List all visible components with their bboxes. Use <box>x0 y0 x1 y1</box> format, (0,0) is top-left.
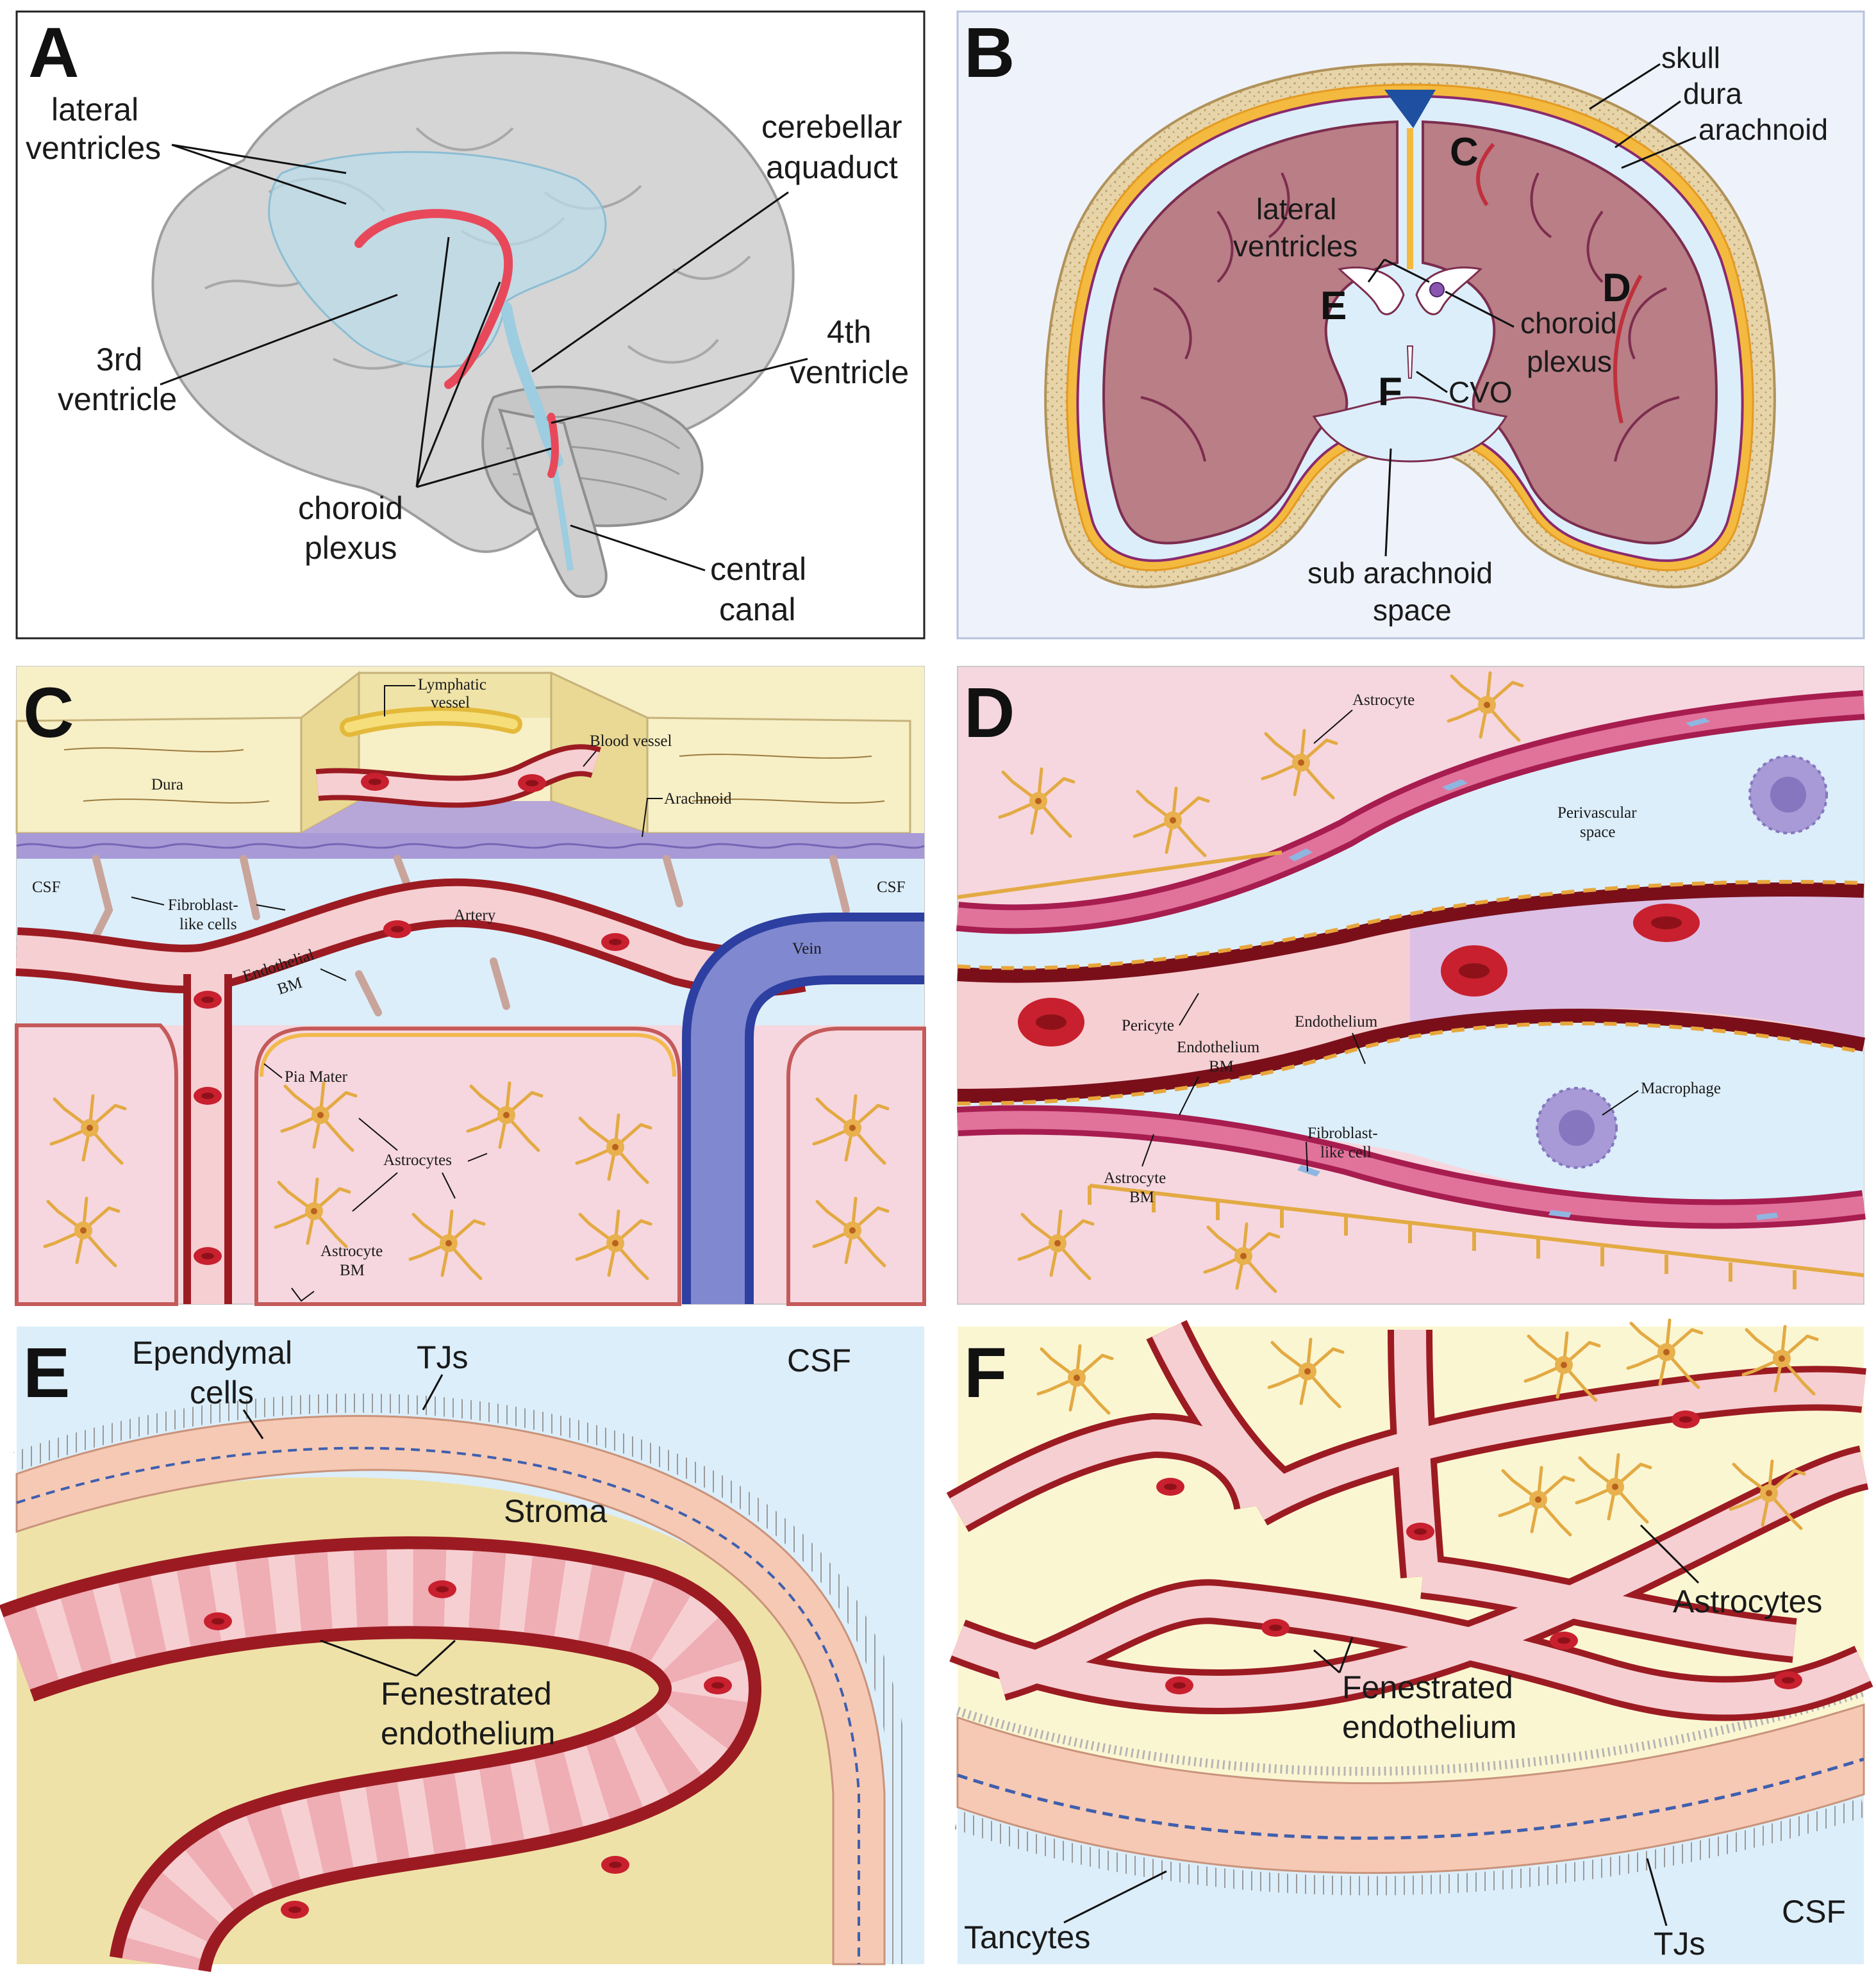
label-c-arachnoid: Arachnoid <box>664 790 732 807</box>
label-f-astrocytes: Astrocytes <box>1673 1584 1822 1619</box>
label-e-tjs: TJs <box>417 1339 469 1375</box>
label-a-choroid-1: choroid <box>298 490 403 526</box>
panel-e: E Ependymal cells TJs CSF Stroma Fenestr… <box>0 1327 924 1974</box>
label-b-lateral-1: lateral <box>1256 192 1336 226</box>
label-b-skull: skull <box>1661 41 1720 74</box>
panel-e-letter: E <box>23 1334 70 1412</box>
label-e-fenestrated-2: endothelium <box>381 1716 555 1751</box>
label-e-ependymal-2: cells <box>190 1375 254 1410</box>
label-c-lymphatic-1: Lymphatic <box>418 676 486 693</box>
label-c-pia-mater: Pia Mater <box>285 1068 348 1086</box>
label-d-macrophage: Macrophage <box>1641 1080 1721 1097</box>
panel-d-letter: D <box>964 674 1015 752</box>
label-f-tjs: TJs <box>1654 1926 1706 1962</box>
label-c-vein: Vein <box>792 940 822 957</box>
label-d-astrocyte-bm-2: BM <box>1129 1189 1154 1206</box>
label-b-choroid-1: choroid <box>1520 306 1617 340</box>
label-b-subarachnoid-2: space <box>1373 593 1452 627</box>
ref-f: F <box>1378 370 1402 414</box>
label-a-lateral-1: lateral <box>51 92 138 128</box>
brain-illustration <box>151 51 795 598</box>
ref-e: E <box>1320 284 1347 328</box>
label-c-artery: Artery <box>454 907 496 924</box>
label-a-cerebellar-1: cerebellar <box>761 109 902 145</box>
label-d-endothelium-bm-1: Endothelium <box>1177 1039 1260 1056</box>
coronal-section <box>1044 62 1776 589</box>
label-c-lymphatic-2: vessel <box>431 694 470 711</box>
label-c-astrocyte-bm-2: BM <box>340 1262 365 1279</box>
label-b-choroid-2: plexus <box>1527 345 1612 378</box>
label-b-cvo: CVO <box>1449 376 1513 409</box>
label-d-endothelium-bm-2: BM <box>1209 1058 1234 1075</box>
label-b-lateral-2: ventricles <box>1233 229 1357 263</box>
label-e-ependymal-1: Ependymal <box>132 1335 292 1371</box>
panel-d: D Astrocyte Perivascular space Pericyte … <box>956 666 1866 1305</box>
panel-c: C Lymphatic vessel Blood vessel Dura Ara… <box>15 666 926 1306</box>
panel-f-letter: F <box>964 1334 1007 1412</box>
label-c-astrocytes: Astrocytes <box>383 1152 452 1169</box>
label-d-astrocyte: Astrocyte <box>1352 691 1415 709</box>
label-f-tancytes: Tancytes <box>964 1919 1090 1955</box>
ref-d: D <box>1602 266 1631 310</box>
label-d-astrocyte-bm-1: Astrocyte <box>1104 1170 1166 1187</box>
panel-a-letter: A <box>28 13 79 92</box>
panel-b: B C D <box>956 10 1865 640</box>
label-a-third-1: 3rd <box>96 342 142 377</box>
panel-c-letter: C <box>23 674 74 752</box>
label-f-csf: CSF <box>1782 1894 1846 1930</box>
label-a-lateral-2: ventricles <box>26 130 161 166</box>
label-d-perivascular-1: Perivascular <box>1557 804 1637 822</box>
label-e-stroma: Stroma <box>504 1493 607 1529</box>
label-a-central-1: central <box>710 551 806 587</box>
label-a-fourth-1: 4th <box>827 314 872 350</box>
label-a-fourth-2: ventricle <box>790 354 909 390</box>
label-c-fibroblast-1: Fibroblast- <box>168 897 238 914</box>
label-c-csf-left: CSF <box>32 879 60 896</box>
label-e-fenestrated-1: Fenestrated <box>381 1676 552 1712</box>
ref-c: C <box>1450 130 1479 174</box>
panel-a: A lateral ventricles 3rd ventricle cereb… <box>15 10 926 640</box>
label-e-csf: CSF <box>787 1343 851 1378</box>
label-a-central-2: canal <box>719 591 796 627</box>
label-c-csf-right: CSF <box>877 879 905 896</box>
label-d-endothelium: Endothelium <box>1295 1013 1378 1030</box>
label-d-perivascular-2: space <box>1580 823 1616 841</box>
label-c-fibroblast-2: like cells <box>179 916 237 933</box>
label-a-choroid-2: plexus <box>304 530 397 566</box>
label-a-cerebellar-2: aquaduct <box>766 149 898 185</box>
label-b-dura: dura <box>1683 77 1742 110</box>
label-d-fibroblast-2: like cell <box>1320 1144 1372 1161</box>
label-c-astrocyte-bm-1: Astrocyte <box>320 1243 383 1260</box>
label-b-arachnoid: arachnoid <box>1698 113 1828 146</box>
label-d-fibroblast-1: Fibroblast- <box>1307 1125 1378 1142</box>
label-f-fenestrated-1: Fenestrated <box>1342 1669 1513 1705</box>
label-c-dura: Dura <box>151 776 183 793</box>
label-c-blood-vessel: Blood vessel <box>590 732 672 750</box>
panel-f: F Astrocytes Fenestrated endothelium Tan… <box>946 1320 1873 1964</box>
label-a-third-2: ventricle <box>58 381 177 417</box>
label-d-pericyte: Pericyte <box>1122 1017 1174 1034</box>
panel-b-letter: B <box>964 13 1015 92</box>
label-f-fenestrated-2: endothelium <box>1342 1709 1516 1745</box>
label-b-subarachnoid-1: sub arachnoid <box>1307 556 1493 590</box>
